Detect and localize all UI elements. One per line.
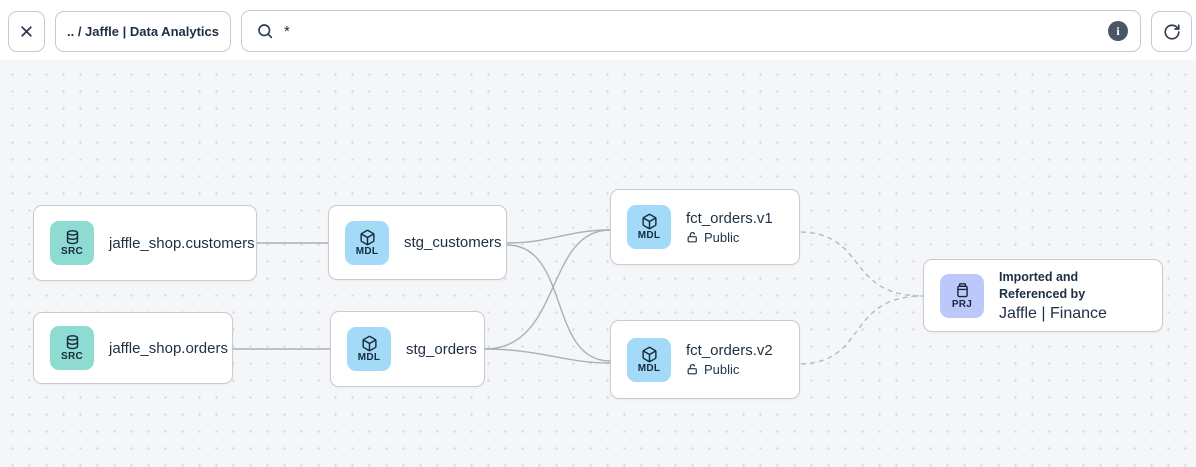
model-chip: MDL — [627, 337, 671, 382]
node-type-badge: SRC — [60, 351, 83, 362]
node-label: jaffle_shop.customers — [109, 234, 255, 252]
project-chip: PRJ — [940, 273, 984, 318]
info-icon[interactable]: i — [1108, 21, 1128, 41]
node-project-jaffle-finance[interactable]: PRJ Imported and Referenced by Jaffle | … — [923, 259, 1163, 332]
cube-icon — [641, 213, 657, 230]
database-icon — [66, 335, 78, 350]
node-label: jaffle_shop.orders — [109, 339, 228, 357]
refresh-button[interactable] — [1151, 11, 1192, 52]
model-chip: MDL — [347, 327, 391, 371]
node-stg-orders[interactable]: MDL stg_orders — [330, 311, 485, 387]
node-type-badge: MDL — [357, 352, 381, 363]
node-fct-orders-v2[interactable]: MDL fct_orders.v2 Public — [610, 320, 800, 399]
node-stg-customers[interactable]: MDL stg_customers — [328, 205, 507, 280]
breadcrumb-button[interactable]: .. / Jaffle | Data Analytics — [55, 11, 231, 52]
refresh-icon — [1163, 23, 1180, 40]
model-chip: MDL — [627, 205, 671, 249]
cube-icon — [359, 229, 375, 245]
node-src-customers[interactable]: SRC jaffle_shop.customers — [33, 205, 257, 281]
search-input[interactable] — [284, 22, 1098, 40]
project-relationship-label: Imported and Referenced by — [999, 269, 1086, 301]
node-src-orders[interactable]: SRC jaffle_shop.orders — [33, 312, 233, 384]
node-type-badge: PRJ — [951, 298, 973, 310]
lock-open-icon — [687, 231, 697, 242]
cube-icon — [361, 335, 377, 352]
breadcrumb: .. / Jaffle | Data Analytics — [67, 24, 219, 39]
source-chip: SRC — [50, 326, 94, 370]
database-icon — [66, 230, 78, 245]
project-jar-icon — [956, 282, 968, 297]
source-chip: SRC — [50, 221, 94, 265]
node-label: fct_orders.v2 — [686, 342, 773, 359]
access-label: Public — [704, 362, 740, 377]
close-button[interactable] — [8, 11, 45, 52]
model-chip: MDL — [345, 220, 389, 265]
node-fct-orders-v1[interactable]: MDL fct_orders.v1 Public — [610, 189, 800, 265]
node-type-badge: SRC — [60, 246, 83, 257]
node-label: stg_orders — [406, 340, 477, 358]
search-box[interactable]: i — [241, 10, 1141, 52]
node-label: stg_customers — [404, 234, 502, 251]
cube-icon — [641, 346, 657, 362]
lock-open-icon — [687, 364, 697, 375]
node-type-badge: MDL — [355, 245, 379, 257]
access-label: Public — [704, 229, 740, 245]
node-label: fct_orders.v1 — [686, 209, 773, 227]
search-icon — [258, 24, 273, 39]
node-type-badge: MDL — [637, 362, 661, 374]
project-name: Jaffle | Finance — [999, 304, 1107, 322]
lineage-toolbar: .. / Jaffle | Data Analytics i — [0, 0, 1196, 60]
close-icon — [21, 26, 32, 37]
node-type-badge: MDL — [637, 230, 661, 241]
